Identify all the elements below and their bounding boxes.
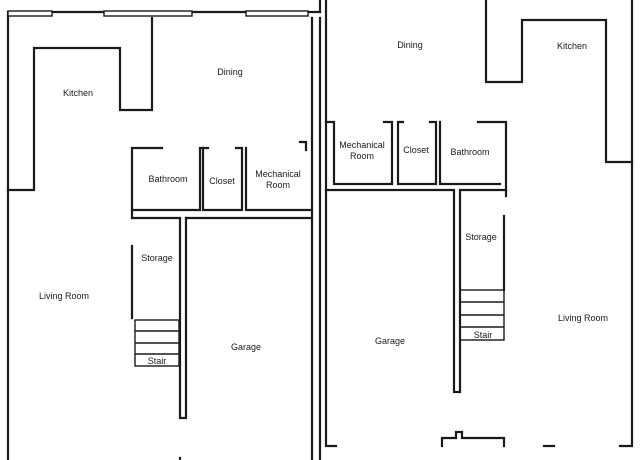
- label-dining-left: Dining: [217, 67, 243, 77]
- label-kitchen-right: Kitchen: [557, 41, 587, 51]
- label-living-right: Living Room: [558, 313, 608, 323]
- label-kitchen-left: Kitchen: [63, 88, 93, 98]
- left-stair-treads: [134, 319, 180, 367]
- label-stair-right: Stair: [474, 330, 493, 340]
- label-storage-right: Storage: [465, 232, 497, 242]
- label-bathroom-right: Bathroom: [450, 147, 489, 157]
- right-unit-walls: [318, 0, 634, 460]
- label-bathroom-left: Bathroom: [148, 174, 187, 184]
- label-stair-left: Stair: [148, 356, 167, 366]
- left-unit-windows: [7, 10, 309, 17]
- label-mechanical-left-line2: Room: [266, 180, 290, 190]
- label-mechanical-right-line1: Mechanical: [339, 140, 385, 150]
- label-dining-right: Dining: [397, 40, 423, 50]
- label-garage-left: Garage: [231, 342, 261, 352]
- left-unit-walls: [6, 0, 322, 460]
- label-closet-right: Closet: [403, 145, 429, 155]
- label-living-left: Living Room: [39, 291, 89, 301]
- label-storage-left: Storage: [141, 253, 173, 263]
- label-mechanical-right-line2: Room: [350, 151, 374, 161]
- label-closet-left: Closet: [209, 176, 235, 186]
- label-garage-right: Garage: [375, 336, 405, 346]
- label-mechanical-left-line1: Mechanical: [255, 169, 301, 179]
- right-unit-windows: [440, 430, 506, 448]
- right-stair-treads: [459, 289, 505, 341]
